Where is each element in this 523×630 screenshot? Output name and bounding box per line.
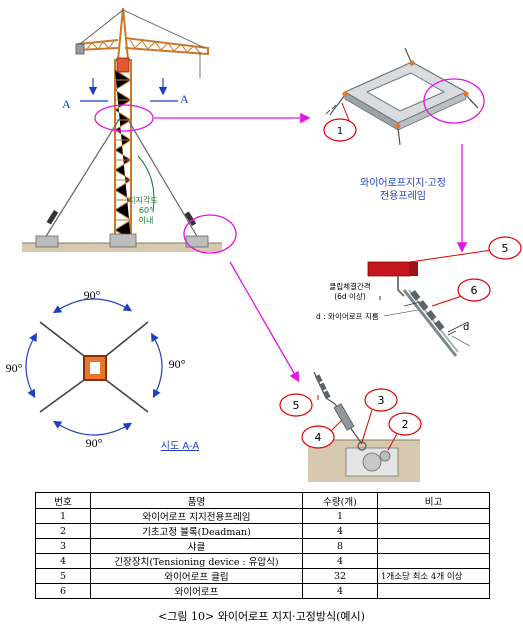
- cell-name: 와이어로프 지지전용프레임: [90, 508, 303, 524]
- cell-no: 2: [35, 523, 91, 539]
- highlight-ellipse-corner: [423, 78, 485, 124]
- callout-circle-6: [457, 278, 491, 302]
- callout-circle-1: [323, 118, 357, 142]
- angle-bottom: 90°: [86, 436, 103, 450]
- cell-name: 와이어로프 클립: [90, 568, 303, 584]
- callout-circle-5a: [488, 236, 522, 260]
- figure-caption: <그림 10> 와이어로프 지지·고정방식(예시): [158, 610, 365, 623]
- ground: [22, 243, 222, 252]
- frame-title-line1: 와이어로프지지·고정: [360, 177, 446, 189]
- cell-qty: 4: [302, 523, 378, 539]
- header-qty: 수량(개): [302, 492, 378, 509]
- angle-note-line1: 지지각도: [128, 195, 157, 205]
- cell-note: [377, 553, 490, 569]
- cell-no: 5: [35, 568, 91, 584]
- angle-note-line3: 이내: [139, 215, 154, 225]
- cell-name: 샤클: [90, 538, 303, 554]
- section-a-left-label: A: [62, 97, 71, 111]
- anchor-detail: [308, 371, 420, 482]
- callout-5b-label: 5: [293, 399, 300, 412]
- cell-qty: 32: [302, 568, 378, 584]
- callout-4-label: 4: [315, 431, 322, 444]
- angle-note-line2: 60°: [139, 206, 153, 215]
- support-frame: [325, 47, 479, 146]
- section-view-label: 시도 A-A: [161, 440, 200, 452]
- cell-name: 기초고정 블록(Deadman): [90, 523, 303, 539]
- angle-top: 90°: [84, 288, 101, 302]
- d-note: d : 와이어로프 지름: [316, 311, 379, 321]
- callout-circle-2: [388, 412, 422, 436]
- highlight-ellipse-frame: [94, 104, 154, 132]
- parts-table-header: 번호 품명 수량(개) 비고: [35, 492, 490, 509]
- cell-note: [377, 523, 490, 539]
- header-no: 번호: [35, 492, 91, 509]
- parts-table: 번호 품명 수량(개) 비고 1 와이어로프 지지전용프레임 1 2 기초고정 …: [35, 492, 490, 599]
- highlight-ellipse-anchor: [183, 214, 237, 254]
- angle-left: 90°: [6, 361, 23, 375]
- cell-no: 4: [35, 553, 91, 569]
- callout-6-label: 6: [471, 284, 478, 297]
- tower-crane: [22, 7, 222, 252]
- d-symbol: d: [463, 322, 469, 333]
- table-row: 6 와이어로프 4: [35, 583, 490, 599]
- cell-note: 1개소당 최소 4개 이상: [377, 568, 490, 584]
- cell-name: 와이어로프: [90, 583, 303, 599]
- arrow-to-anchor: [229, 261, 300, 383]
- cell-no: 3: [35, 538, 91, 554]
- header-name: 품명: [90, 492, 303, 509]
- section-a-right-label: A: [180, 92, 189, 106]
- table-row: 3 샤클 8: [35, 538, 490, 554]
- table-row: 1 와이어로프 지지전용프레임 1: [35, 508, 490, 524]
- section-view: [25, 298, 163, 436]
- clip-spacing-line1: 클립체결간격: [329, 281, 370, 291]
- callout-circle-4: [301, 425, 335, 449]
- cell-no: 6: [35, 583, 91, 599]
- callout-2-label: 2: [402, 418, 409, 431]
- wire-rope-support-diagram: A A 지지각도 60° 이내 1 와이어로프지지·고정 전용프레임: [6, 7, 522, 482]
- table-row: 4 긴장장치(Tensioning device : 유압식) 4: [35, 553, 490, 569]
- callout-circle-5b: [279, 393, 313, 417]
- cell-qty: 4: [302, 553, 378, 569]
- callout-5a-label: 5: [502, 242, 509, 255]
- cell-note: [377, 583, 490, 599]
- section-a-marks: [80, 78, 178, 102]
- table-row: 5 와이어로프 클립 32 1개소당 최소 4개 이상: [35, 568, 490, 584]
- clip-detail: [367, 261, 471, 357]
- clip-spacing-line2: (6d 이상): [334, 291, 366, 301]
- table-row: 2 기초고정 블록(Deadman) 4: [35, 523, 490, 539]
- cell-no: 1: [35, 508, 91, 524]
- cell-note: [377, 538, 490, 554]
- callout-circle-3: [364, 388, 398, 412]
- cell-name: 긴장장치(Tensioning device : 유압식): [90, 553, 303, 569]
- cell-qty: 4: [302, 583, 378, 599]
- callout-1-label: 1: [337, 126, 343, 137]
- callout-3-label: 3: [378, 394, 385, 407]
- cell-note: [377, 508, 490, 524]
- frame-title-line2: 전용프레임: [380, 189, 426, 202]
- cell-qty: 8: [302, 538, 378, 554]
- header-note: 비고: [377, 492, 490, 509]
- cell-qty: 1: [302, 508, 378, 524]
- angle-right: 90°: [169, 357, 186, 371]
